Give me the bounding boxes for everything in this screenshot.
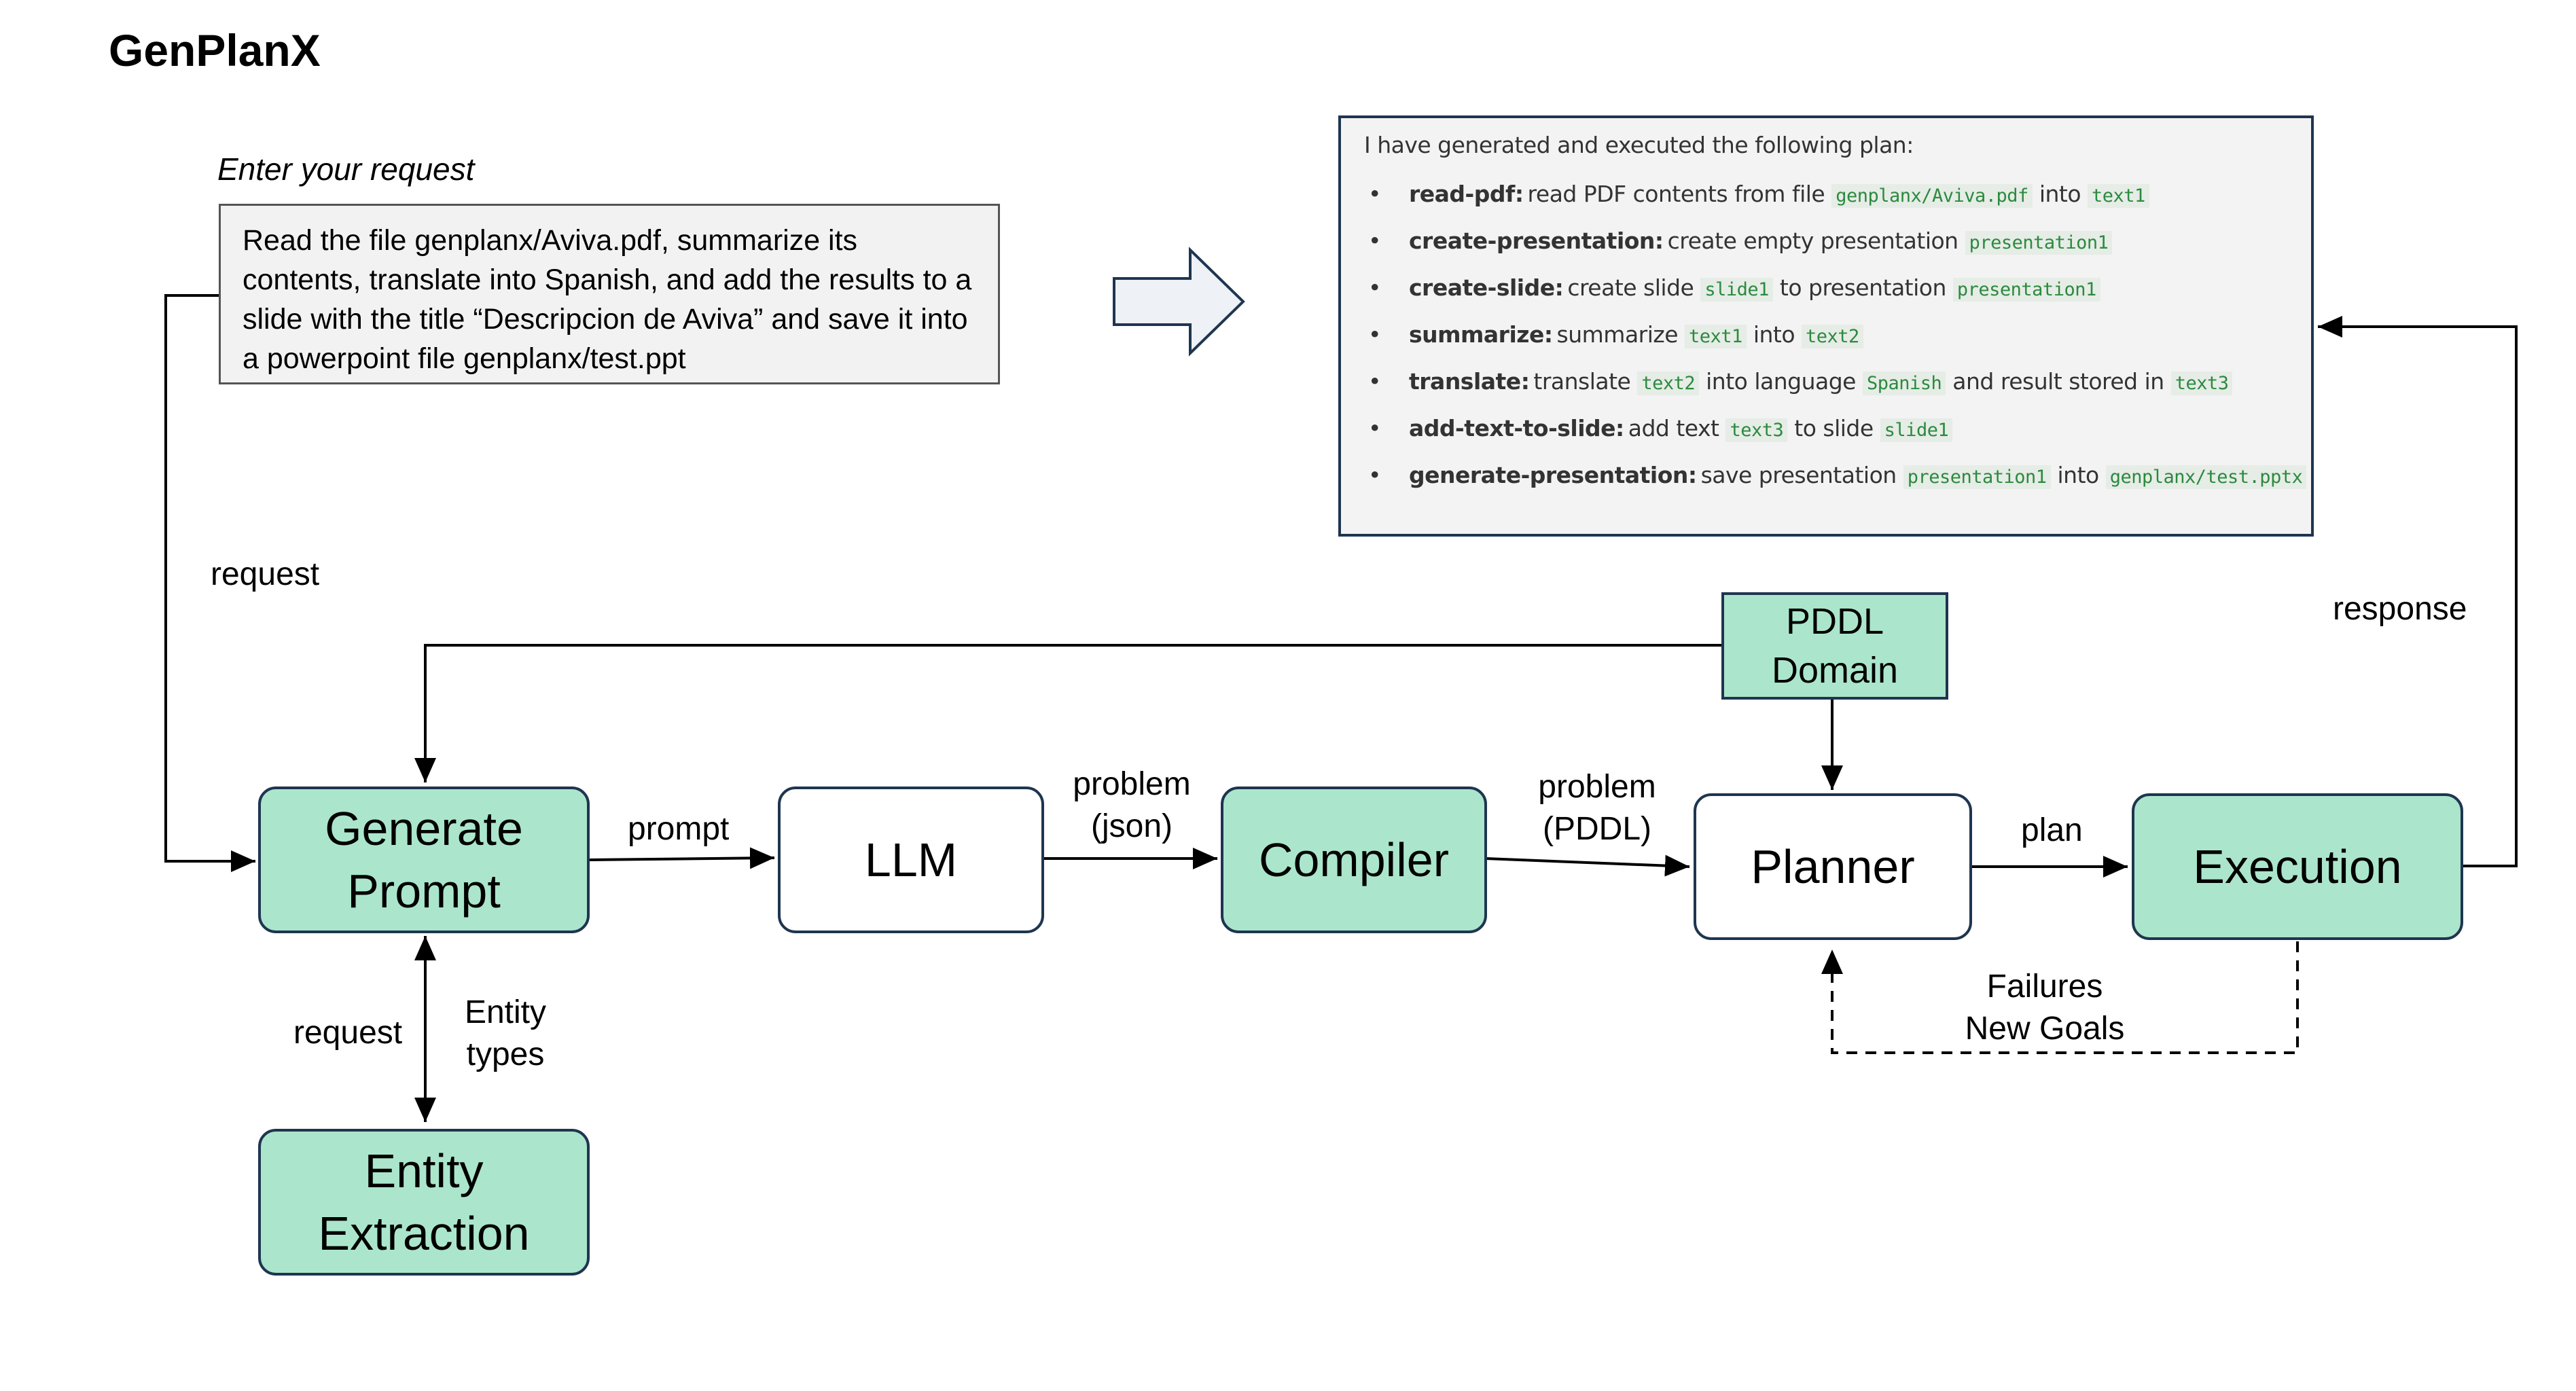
plan-step-text: create slide bbox=[1567, 274, 1694, 301]
plan-step-action: read-pdf: bbox=[1409, 181, 1524, 207]
plan-output-panel: I have generated and executed the follow… bbox=[1338, 115, 2314, 537]
edge-request-input bbox=[164, 294, 255, 872]
problem-json-line2: (json) bbox=[1090, 808, 1173, 844]
llm-label: LLM bbox=[864, 833, 958, 886]
plan-step-text: summarize bbox=[1556, 321, 1679, 348]
problem-pddl-line1: problem bbox=[1538, 769, 1656, 805]
plan-step-code: presentation1 bbox=[1965, 231, 2113, 255]
plan-step: • translate:translate text2 into language Sp… bbox=[1364, 363, 2288, 410]
entity-extraction-node: Entity Extraction bbox=[258, 1129, 590, 1276]
edge-pddl-to-prompt bbox=[414, 644, 1724, 782]
generate-prompt-line2: Prompt bbox=[347, 865, 501, 918]
plan-step-code: text3 bbox=[1725, 418, 1788, 442]
entity-types-line1: Entity bbox=[464, 994, 547, 1030]
problem-pddl-line2: (PDDL) bbox=[1542, 811, 1651, 847]
execution-node: Execution bbox=[2132, 793, 2463, 940]
bullet-icon: • bbox=[1368, 181, 1381, 207]
compiler-label: Compiler bbox=[1258, 833, 1450, 886]
plan-step-action: add-text-to-slide: bbox=[1409, 415, 1624, 441]
compiler-node: Compiler bbox=[1221, 787, 1487, 933]
plan-step-text: to slide bbox=[1794, 415, 1874, 441]
failures-label: Failures New Goals bbox=[1956, 966, 2133, 1050]
plan-step-text: translate bbox=[1533, 368, 1631, 395]
big-right-arrow bbox=[1113, 247, 1245, 357]
bullet-icon: • bbox=[1368, 274, 1381, 301]
plan-step-text: into bbox=[2057, 462, 2100, 488]
plan-step-code: text3 bbox=[2170, 372, 2233, 395]
plan-step-code: text1 bbox=[2088, 184, 2149, 208]
plan-step-action: generate-presentation: bbox=[1409, 462, 1697, 488]
plan-step: • generate-presentation:save presentation… bbox=[1364, 457, 2307, 504]
generate-prompt-line1: Generate bbox=[325, 802, 523, 855]
pddl-domain-line2: Domain bbox=[1771, 650, 1899, 691]
request-label-top: request bbox=[211, 556, 320, 592]
plan-step-text: into bbox=[2039, 181, 2081, 207]
edge-prompt-to-llm bbox=[589, 847, 775, 869]
plan-step-text: into bbox=[1753, 321, 1795, 348]
plan-step-text: save presentation bbox=[1700, 462, 1897, 488]
bullet-icon: • bbox=[1368, 321, 1381, 348]
plan-step-text: read PDF contents from file bbox=[1527, 181, 1825, 207]
bullet-icon: • bbox=[1368, 228, 1381, 254]
plan-step-text: add text bbox=[1628, 415, 1719, 441]
failures-line1: Failures bbox=[1986, 969, 2103, 1005]
plan-label: plan bbox=[2021, 812, 2083, 848]
request-label-bottom: request bbox=[293, 1015, 403, 1051]
plan-step-text: and result stored in bbox=[1952, 368, 2164, 395]
planner-label: Planner bbox=[1751, 840, 1915, 893]
response-label: response bbox=[2333, 591, 2467, 627]
page-title: GenPlanX bbox=[109, 25, 321, 75]
bullet-icon: • bbox=[1368, 462, 1381, 488]
prompt-label: prompt bbox=[628, 811, 730, 847]
planner-node: Planner bbox=[1694, 793, 1972, 940]
plan-step-action: create-presentation: bbox=[1409, 228, 1664, 254]
entity-types-line2: types bbox=[466, 1036, 545, 1072]
plan-step-code: text1 bbox=[1685, 325, 1747, 348]
llm-node: LLM bbox=[778, 787, 1044, 933]
entity-extraction-line2: Extraction bbox=[318, 1207, 530, 1260]
plan-step-action: summarize: bbox=[1409, 321, 1553, 348]
failures-line2: New Goals bbox=[1965, 1011, 2125, 1047]
plan-step-code: genplanx/test.pptx bbox=[2105, 465, 2307, 489]
plan-step-text: create empty presentation bbox=[1667, 228, 1958, 254]
generate-prompt-node: Generate Prompt bbox=[258, 787, 590, 933]
entity-extraction-line1: Entity bbox=[364, 1144, 484, 1197]
edge-failures bbox=[1821, 941, 2299, 1054]
bullet-icon: • bbox=[1368, 415, 1381, 441]
plan-step: • create-presentation:create empty presen… bbox=[1364, 223, 2288, 270]
problem-json-line1: problem bbox=[1073, 766, 1191, 802]
bullet-icon: • bbox=[1368, 368, 1381, 395]
request-input[interactable]: Read the file genplanx/Aviva.pdf, summar… bbox=[219, 204, 1000, 384]
plan-step-code: slide1 bbox=[1700, 278, 1773, 302]
plan-step: • summarize:summarize text1 into text2 bbox=[1364, 317, 2288, 363]
plan-step-code: Spanish bbox=[1862, 372, 1946, 395]
edge-compiler-to-planner bbox=[1485, 854, 1690, 877]
plan-step-action: create-slide: bbox=[1409, 274, 1564, 301]
problem-pddl-label: problem (PDDL) bbox=[1526, 766, 1668, 850]
pddl-domain-line1: PDDL bbox=[1785, 601, 1884, 642]
pddl-domain-node: PDDL Domain bbox=[1721, 592, 1948, 700]
plan-step-code: presentation1 bbox=[1952, 278, 2100, 302]
plan-step-code: slide1 bbox=[1880, 418, 1953, 442]
execution-label: Execution bbox=[2193, 840, 2402, 893]
plan-step-text: to presentation bbox=[1779, 274, 1947, 301]
entity-types-label: Entity types bbox=[451, 992, 560, 1076]
problem-json-label: problem (json) bbox=[1064, 763, 1200, 848]
plan-step-code: presentation1 bbox=[1903, 465, 2051, 489]
plan-step-text: into language bbox=[1706, 368, 1856, 395]
plan-step-code: text2 bbox=[1802, 325, 1863, 348]
plan-step-code: genplanx/Aviva.pdf bbox=[1831, 184, 2033, 208]
edge-response bbox=[2318, 316, 2518, 867]
plan-step-action: translate: bbox=[1409, 368, 1530, 395]
request-input-label: Enter your request bbox=[217, 151, 475, 187]
plan-intro: I have generated and executed the follow… bbox=[1364, 132, 1914, 158]
plan-step-code: text2 bbox=[1637, 372, 1700, 395]
